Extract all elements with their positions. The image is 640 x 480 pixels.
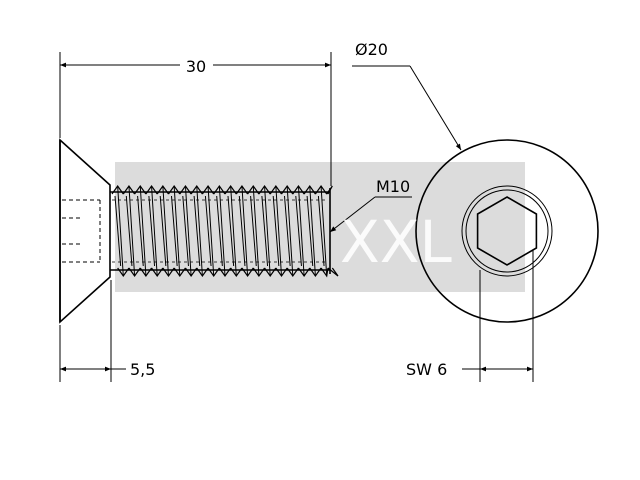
length-dimension: 30 — [59, 52, 332, 186]
thread-dimension: M10 — [329, 177, 412, 233]
watermark-text: XXL — [340, 208, 452, 276]
wrench-size-dimension: SW 6 — [406, 360, 533, 379]
thread-label: M10 — [376, 177, 410, 196]
head-height-dimension: 5,5 — [59, 280, 155, 382]
hexagon-icon — [476, 196, 538, 266]
screw-end-view — [415, 139, 599, 382]
head-height-label: 5,5 — [130, 360, 155, 379]
diameter-dimension: Ø20 — [352, 40, 462, 151]
thread-pattern — [111, 184, 339, 278]
diameter-label: Ø20 — [355, 40, 388, 59]
length-label: 30 — [186, 57, 206, 76]
wrench-size-label: SW 6 — [406, 360, 447, 379]
thread-flanks — [114, 185, 328, 277]
